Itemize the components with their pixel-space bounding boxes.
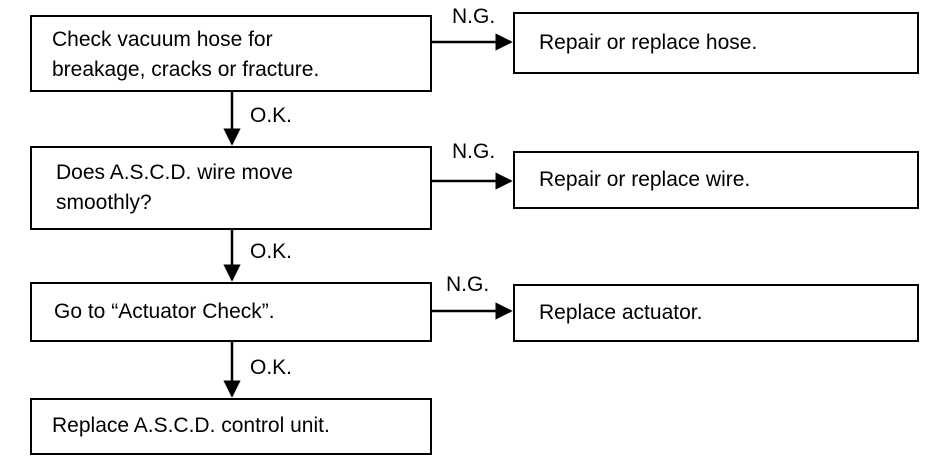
final-action-box: Replace A.S.C.D. control unit.: [30, 398, 432, 455]
action-text: Repair or replace wire.: [539, 168, 751, 191]
final-action-text: Replace A.S.C.D. control unit.: [52, 414, 330, 437]
check-text-line: Check vacuum hose for: [52, 28, 273, 51]
ng-label: N.G.: [452, 5, 496, 28]
action-text: Repair or replace hose.: [539, 31, 758, 54]
action-box-replace-actuator: Replace actuator.: [513, 284, 919, 342]
check-box-vacuum-hose: Check vacuum hose for breakage, cracks o…: [30, 15, 432, 92]
check-box-ascd-wire: Does A.S.C.D. wire move smoothly?: [30, 146, 432, 230]
ok-label: O.K.: [250, 104, 293, 127]
check-box-actuator: Go to “Actuator Check”.: [30, 282, 432, 342]
action-box-repair-wire: Repair or replace wire.: [513, 151, 919, 209]
check-text-line: Go to “Actuator Check”.: [54, 300, 275, 323]
ng-label: N.G.: [446, 273, 490, 296]
check-text-line: smoothly?: [56, 191, 152, 214]
ok-label: O.K.: [250, 240, 293, 263]
action-box-repair-hose: Repair or replace hose.: [513, 12, 919, 74]
action-text: Replace actuator.: [539, 301, 703, 324]
check-text-line: Does A.S.C.D. wire move: [56, 161, 293, 184]
ok-label: O.K.: [250, 356, 293, 379]
check-text-line: breakage, cracks or fracture.: [52, 58, 320, 81]
ng-label: N.G.: [452, 140, 496, 163]
